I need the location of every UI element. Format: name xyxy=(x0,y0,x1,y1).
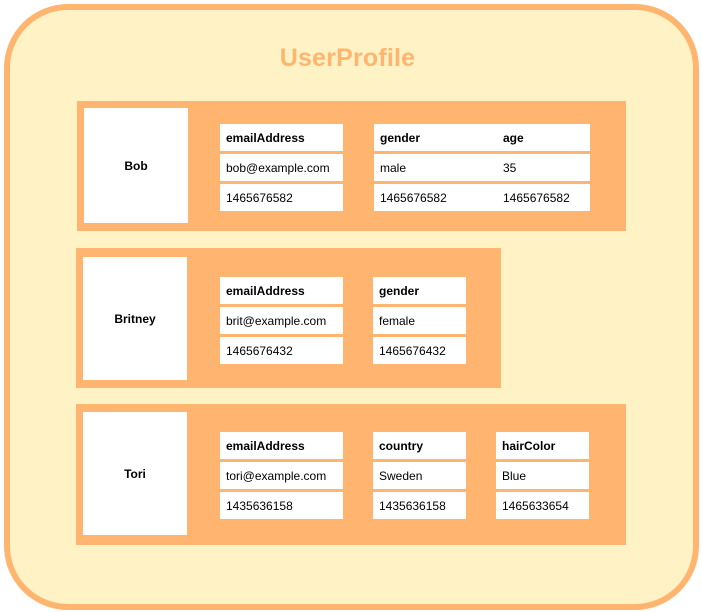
column-timestamp: 1465676432 xyxy=(220,337,343,364)
row-bob: Bob emailAddress bob@example.com 1465676… xyxy=(77,101,626,231)
column-name: hairColor xyxy=(496,432,589,459)
column-value: bob@example.com xyxy=(220,154,343,181)
column-value: brit@example.com xyxy=(220,307,343,334)
column-name: emailAddress xyxy=(220,124,343,151)
column-timestamp: 1465676432 xyxy=(373,337,466,364)
row-key: Tori xyxy=(83,412,187,535)
column-value: Blue xyxy=(496,462,589,489)
column-name: gender xyxy=(374,124,497,151)
column-name: age xyxy=(497,124,590,151)
column-timestamp: 1435636158 xyxy=(220,492,343,519)
column-name: emailAddress xyxy=(220,432,343,459)
column-name: country xyxy=(373,432,466,459)
column-name: emailAddress xyxy=(220,277,343,304)
column-value: tori@example.com xyxy=(220,462,343,489)
row-key: Britney xyxy=(83,257,187,380)
row-key: Bob xyxy=(84,108,188,223)
row-tori: Tori emailAddress tori@example.com 14356… xyxy=(76,404,626,545)
column-timestamp: 1465633654 xyxy=(496,492,589,519)
column-timestamp: 1465676582 xyxy=(497,184,590,211)
column-timestamp: 1465676582 xyxy=(374,184,497,211)
column-timestamp: 1435636158 xyxy=(373,492,466,519)
row-britney: Britney emailAddress brit@example.com 14… xyxy=(76,248,501,388)
column-timestamp: 1465676582 xyxy=(220,184,343,211)
column-value: female xyxy=(373,307,466,334)
column-family-title: UserProfile xyxy=(279,44,416,72)
column-value: male xyxy=(374,154,497,181)
column-name: gender xyxy=(373,277,466,304)
column-value: Sweden xyxy=(373,462,466,489)
column-value: 35 xyxy=(497,154,590,181)
